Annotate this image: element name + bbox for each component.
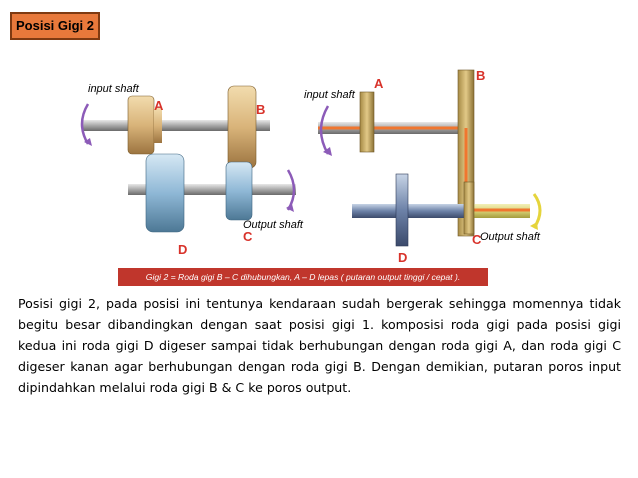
left-gear-c-label: C xyxy=(243,229,253,244)
left-gear-c xyxy=(225,161,253,221)
right-gear-d-label: D xyxy=(398,250,407,265)
left-gear-b-label: B xyxy=(256,102,265,117)
right-output-shaft-label: Output shaft xyxy=(480,231,541,243)
right-diagram: input shaft A B C Output shaft D xyxy=(304,68,542,265)
left-gear-a-label: A xyxy=(154,98,164,113)
left-input-shaft-label: input shaft xyxy=(88,83,140,95)
right-gear-a xyxy=(359,91,375,153)
gear-diagram: input shaft A B Output shaft C D input s… xyxy=(80,68,542,265)
right-input-shaft-label: input shaft xyxy=(304,89,356,101)
left-output-shaft-label: Output shaft xyxy=(243,219,304,231)
right-gear-c xyxy=(463,181,475,235)
right-gear-b-label: B xyxy=(476,68,485,83)
body-paragraph: Posisi gigi 2, pada posisi ini tentunya … xyxy=(18,296,621,395)
left-gear-d xyxy=(145,153,185,233)
right-gear-d xyxy=(395,173,409,247)
right-gear-c-label: C xyxy=(472,232,482,247)
left-diagram: input shaft A B Output shaft C D xyxy=(80,83,304,257)
figure-caption: Gigi 2 = Roda gigi B – C dihubungkan, A … xyxy=(118,268,488,286)
slide-title: Posisi Gigi 2 xyxy=(10,12,100,40)
left-output-shaft xyxy=(128,184,296,195)
left-gear-b xyxy=(227,85,257,169)
left-gear-a xyxy=(127,95,155,155)
left-input-shaft xyxy=(82,120,270,131)
right-gear-a-label: A xyxy=(374,76,384,91)
left-gear-d-label: D xyxy=(178,242,187,257)
